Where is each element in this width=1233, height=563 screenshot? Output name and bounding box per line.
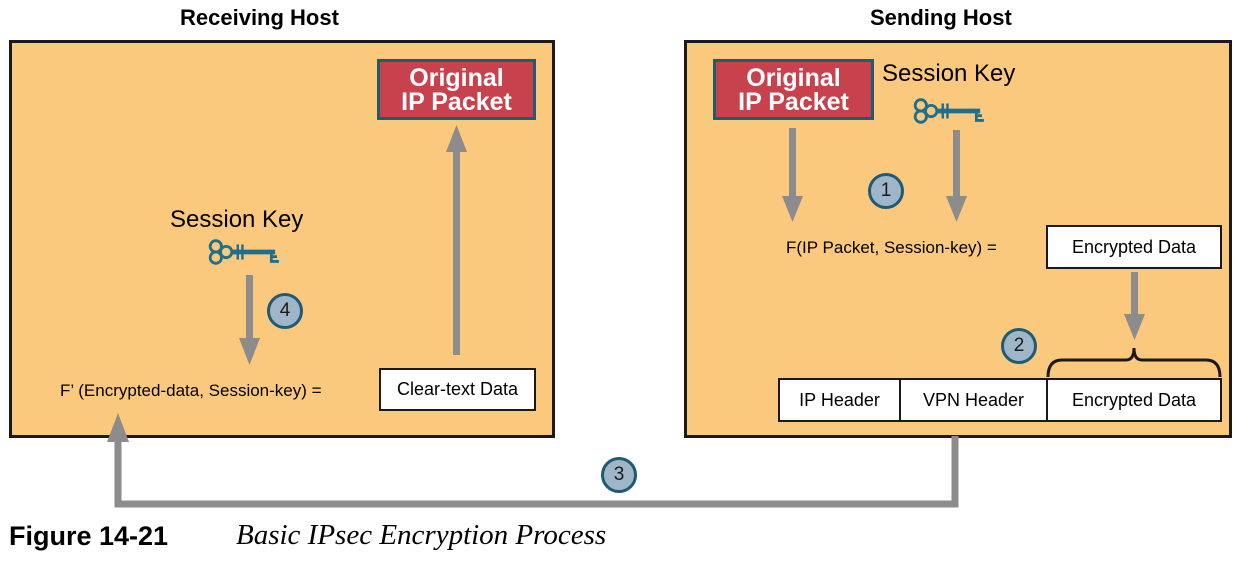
arrow-icon (107, 413, 959, 508)
box-label: Clear-text Data (396, 379, 519, 399)
packet-line-2: IP Packet (401, 87, 512, 116)
original-ip-packet-box: Original IP Packet (377, 59, 536, 120)
encrypted-data-box: Encrypted Data (1046, 225, 1222, 269)
session-key-label: Session Key (882, 60, 1016, 87)
decryption-formula: F’ (Encrypted-data, Session-key) = (60, 381, 322, 400)
field-label: Encrypted Data (1071, 389, 1197, 410)
arrow-icon (946, 130, 967, 222)
arrow-icon (1124, 272, 1145, 340)
ip-header-field: IP Header (778, 378, 901, 422)
step-number: 4 (279, 300, 291, 321)
step-number: 2 (1013, 335, 1025, 356)
original-ip-packet-box: Original IP Packet (713, 59, 874, 120)
sending-host-title: Sending Host (870, 5, 1012, 30)
arrow-icon (782, 128, 803, 222)
step-4-badge: 4 (267, 293, 303, 329)
vpn-header-field: VPN Header (899, 378, 1048, 422)
clear-text-data-box: Clear-text Data (379, 368, 536, 411)
field-label: VPN Header (922, 389, 1025, 410)
key-icon (913, 98, 986, 124)
box-label: Encrypted Data (1071, 236, 1197, 257)
field-label: IP Header (799, 389, 880, 410)
receiving-host-title: Receiving Host (180, 5, 339, 30)
packet-line-1: Original (409, 63, 504, 92)
brace-icon (1046, 347, 1222, 378)
key-icon (208, 239, 281, 265)
arrow-icon (239, 275, 260, 365)
arrow-icon (446, 125, 467, 355)
step-1-badge: 1 (868, 173, 904, 209)
figure-caption: Basic IPsec Encryption Process (236, 519, 607, 551)
step-number: 3 (613, 464, 625, 485)
figure-number: Figure 14-21 (9, 521, 169, 551)
encrypted-data-field: Encrypted Data (1046, 378, 1222, 422)
step-3-badge: 3 (601, 457, 637, 493)
packet-line-1: Original (746, 63, 841, 92)
encryption-formula: F(IP Packet, Session-key) = (786, 238, 997, 257)
step-number: 1 (880, 180, 892, 201)
session-key-label: Session Key (170, 206, 304, 233)
packet-line-2: IP Packet (738, 87, 849, 116)
step-2-badge: 2 (1001, 328, 1037, 364)
